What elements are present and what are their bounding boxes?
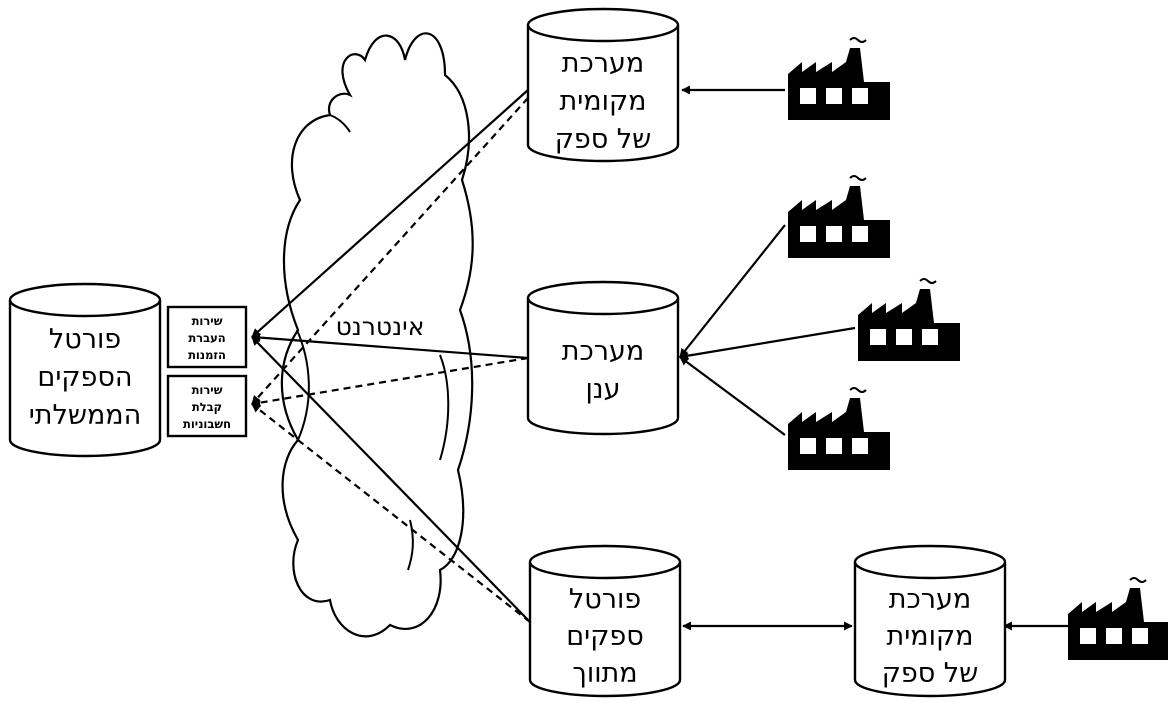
local-top-line-1: מערכת — [562, 48, 645, 79]
orders-to-cloud — [251, 333, 529, 360]
local-bottom-line-2: מקומית — [887, 621, 974, 652]
factory3-to-cloud — [679, 326, 856, 361]
connections — [251, 85, 1070, 631]
local-top-line-3: של ספק — [555, 124, 652, 155]
factory4-to-cloud — [679, 356, 786, 436]
cloud-system-cylinder: מערכת ענן — [526, 280, 680, 436]
local-bottom-line-3: של ספק — [882, 658, 979, 689]
portal-line-1: פורטל — [49, 324, 121, 355]
intermediary-line-2: ספקים — [566, 621, 644, 652]
orders-to-local-top — [251, 89, 529, 338]
cloud-system-line-1: מערכת — [562, 336, 645, 367]
invoices-from-local-top — [251, 97, 529, 405]
orders-line-1: שירות — [192, 314, 223, 328]
intermediary-portal-cylinder: פורטל ספקים מתווך — [528, 544, 682, 698]
order-transfer-service-box: שירות העברת הזמנות — [166, 305, 248, 369]
local-top-line-2: מקומית — [560, 86, 647, 117]
supplier-local-system-bottom: מערכת מקומית של ספק — [853, 544, 1007, 698]
invoices-from-cloud — [251, 356, 529, 408]
factory-icon — [787, 387, 891, 471]
factory-icon — [787, 37, 891, 121]
government-portal-cylinder: פורטל הספקים הממשלתי — [8, 282, 162, 458]
supplier-local-system-top: מערכת מקומית של ספק — [526, 7, 680, 163]
intermediary-line-3: מתווך — [572, 658, 637, 689]
portal-line-2: הספקים — [37, 362, 132, 393]
invoices-from-intermediary — [251, 403, 531, 623]
intermediary-line-1: פורטל — [569, 584, 641, 615]
internet-label: אינטרנט — [336, 312, 425, 341]
invoices-line-2: קבלת — [192, 400, 222, 414]
cloud-system-line-2: ענן — [585, 374, 620, 405]
local-bottom-line-1: מערכת — [889, 584, 972, 615]
internet-cloud: אינטרנט — [280, 32, 474, 638]
portal-line-3: הממשלתי — [29, 400, 142, 431]
factory2-to-cloud — [679, 224, 786, 358]
factory-icon — [787, 175, 891, 259]
invoices-line-1: שירות — [192, 383, 223, 397]
orders-line-3: הזמנות — [188, 348, 226, 362]
factory-icon — [1067, 577, 1168, 661]
invoices-line-3: חשבוניות — [183, 417, 231, 431]
orders-to-intermediary — [251, 336, 531, 623]
invoice-receipt-service-box: שירות קבלת חשבוניות — [166, 374, 248, 438]
orders-line-2: העברת — [188, 331, 225, 345]
factory-icon — [857, 278, 961, 362]
